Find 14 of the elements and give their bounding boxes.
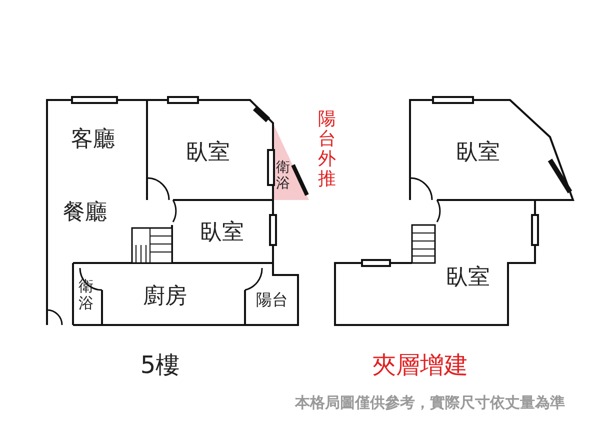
floor-caption: 5樓 [140,353,180,377]
disclaimer-text: 本格局圖僅供參考，實際尺寸依丈量為準 [295,396,565,410]
annotation-text: 陽台外推 [318,110,336,190]
room-label: 衛浴 [78,278,94,312]
room-label: 臥室 [456,142,500,164]
room-label: 客廳 [71,129,115,151]
room-label: 衛浴 [276,160,290,192]
room-label: 臥室 [186,142,230,164]
room-label: 臥室 [446,267,490,289]
room-label: 陽台 [256,292,288,308]
room-label: 臥室 [200,222,244,244]
room-label: 廚房 [143,286,187,308]
room-label: 餐廳 [63,202,107,224]
floor-caption: 夾層增建 [372,353,468,377]
